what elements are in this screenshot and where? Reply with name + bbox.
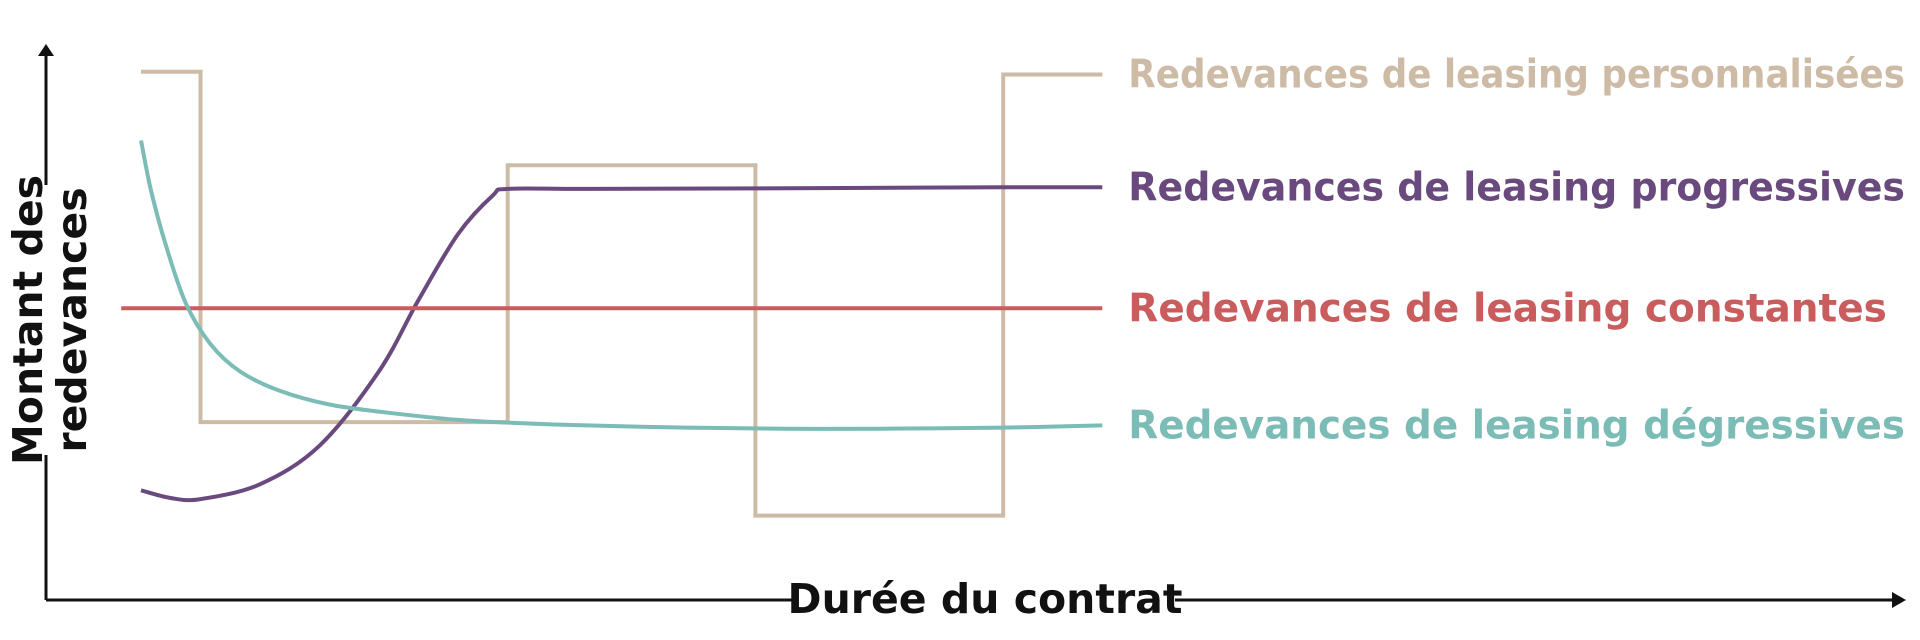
series-label-0: Redevances de leasing personnalisées	[1128, 53, 1905, 98]
series-layer	[121, 69, 1103, 518]
series-label-3: Redevances de leasing dégressives	[1128, 403, 1905, 448]
series-label-2: Redevances de leasing constantes	[1128, 286, 1887, 331]
y-axis-title-backdrop	[6, 185, 88, 455]
x-axis-title-backdrop	[795, 570, 1175, 626]
y-axis-title-line2: redevances	[48, 187, 96, 452]
series-label-layer: Redevances de leasing personnaliséesRede…	[1128, 53, 1905, 449]
series-line-0	[141, 69, 1103, 518]
x-axis-arrow	[1892, 592, 1906, 608]
y-axis-arrow	[38, 44, 54, 56]
y-axis-title-line1: Montant des	[4, 175, 52, 465]
series-label-1: Redevances de leasing progressives	[1128, 165, 1905, 210]
series-line-1	[140, 185, 1103, 503]
series-line-3	[139, 140, 1103, 431]
x-axis-title: Durée du contrat	[788, 575, 1183, 623]
